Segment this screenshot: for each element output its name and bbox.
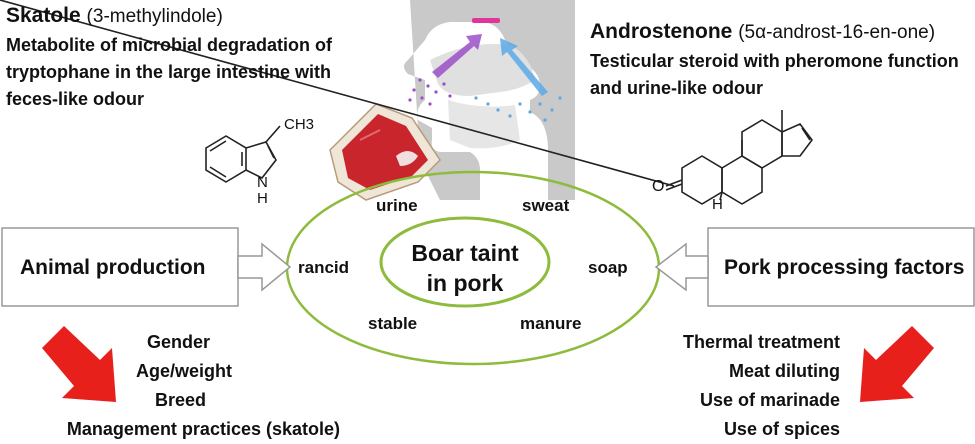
skatole-methyl-label: CH3 (284, 116, 315, 133)
factor-item: Meat diluting (729, 361, 840, 381)
skatole-structure (205, 125, 281, 183)
skatole-nh-label: N H (257, 175, 268, 207)
androstenone-description-line: Testicular steroid with pheromone functi… (590, 51, 959, 71)
skatole-description: Metabolite of microbial degradation of t… (6, 32, 332, 113)
androstenone-oxygen-label: O (652, 178, 665, 195)
pork-processing-factors: Thermal treatment Meat diluting Use of m… (640, 328, 840, 444)
androstenone-description: Testicular steroid with pheromone functi… (590, 48, 959, 102)
factor-item: Breed (154, 390, 206, 410)
pork-processing-box (707, 227, 975, 307)
factor-item: Use of spices (723, 419, 840, 439)
boar-taint-label: Boar taint in pork (395, 238, 535, 298)
animal-production-label: Animal production (20, 256, 206, 279)
boar-taint-line2: in pork (426, 270, 504, 296)
factor-item: Thermal treatment (682, 332, 840, 352)
androstenone-structure (0, 0, 813, 205)
skatole-description-line: tryptophane in the large intestine with (6, 62, 332, 82)
pork-processing-label: Pork processing factors (724, 256, 965, 279)
boar-taint-line1: Boar taint (411, 240, 519, 266)
skatole-description-line: Metabolite of microbial degradation of (6, 35, 333, 55)
factor-item: Age/weight (135, 361, 232, 381)
odour-rancid: rancid (298, 258, 350, 277)
right-hollow-arrow (654, 242, 709, 292)
androstenone-description-line: and urine-like odour (590, 78, 764, 98)
inner-ellipse (379, 216, 551, 308)
odour-stable: stable (368, 314, 418, 333)
odour-sweat: sweat (522, 196, 570, 215)
animal-production-factors: Gender Age/weight Breed Management pract… (40, 328, 340, 444)
left-hollow-arrow (237, 242, 292, 292)
androstenone-hydrogen-label: H (712, 196, 723, 213)
factor-item: Gender (146, 332, 210, 352)
skatole-title: Skatole (3-methylindole) (6, 4, 223, 28)
factor-item: Use of marinade (699, 390, 840, 410)
androstenone-title: Androstenone (5α-androst-16-en-one) (590, 20, 935, 44)
skatole-description-line: feces-like odour (6, 89, 145, 109)
odour-manure: manure (520, 314, 582, 333)
androstenone-chemical-name: (5α-androst-16-en-one) (738, 22, 936, 43)
meat-slice-image (329, 103, 441, 201)
animal-production-box (1, 227, 239, 307)
left-red-arrow (42, 326, 116, 402)
skatole-name: Skatole (6, 4, 81, 27)
factor-item: Management practices (skatole) (66, 419, 340, 439)
androstenone-name: Androstenone (590, 20, 733, 43)
odour-soap: soap (588, 258, 628, 277)
odour-urine: urine (376, 196, 418, 215)
odour-arrows (408, 34, 562, 122)
right-red-arrow (860, 326, 934, 402)
skatole-h-label: H (257, 190, 268, 207)
skatole-n-label: N (257, 174, 268, 191)
skatole-chemical-name: (3-methylindole) (86, 6, 223, 27)
